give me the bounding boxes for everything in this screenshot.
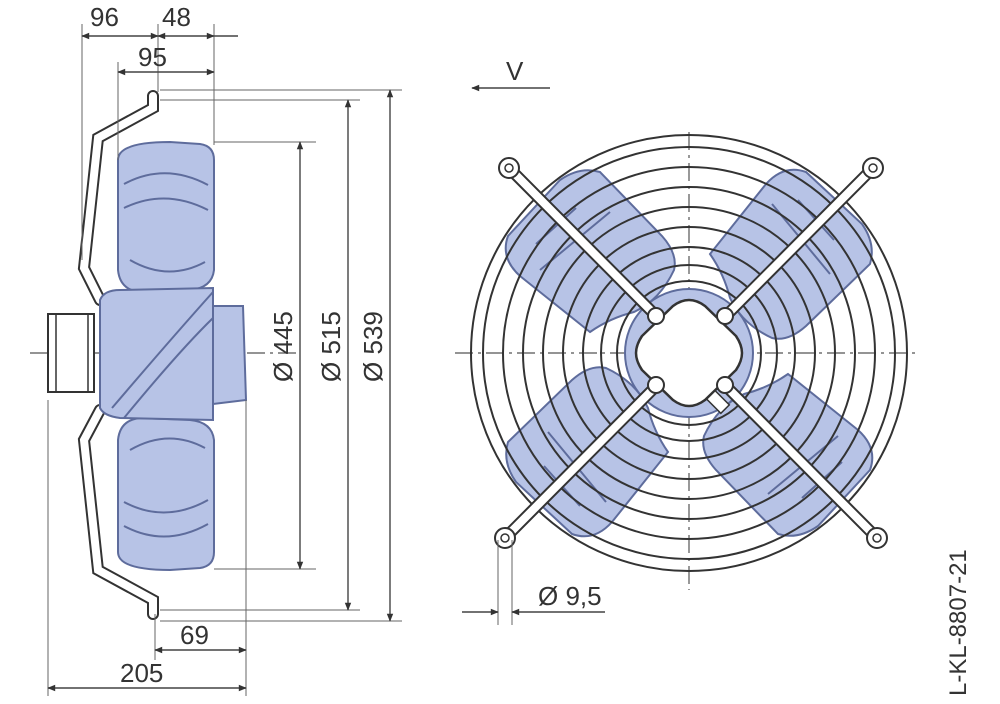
dim-539: Ø 539 [358, 311, 388, 382]
airflow-indicator: V [471, 56, 550, 92]
front-view: Ø 9,5 [455, 132, 915, 625]
center-bolts [647, 307, 734, 415]
dim-205: 205 [120, 658, 163, 688]
airflow-label: V [506, 56, 524, 86]
blade-bottom [117, 416, 215, 572]
mounting-eyes [494, 157, 888, 549]
blade-top [117, 140, 215, 294]
dim-9-5: Ø 9,5 [538, 581, 602, 611]
hub [99, 286, 214, 422]
hub-cap [212, 305, 248, 406]
dim-48: 48 [162, 2, 191, 32]
dim-515: Ø 515 [316, 311, 346, 382]
dim-95: 95 [138, 42, 167, 72]
guard-rings [470, 134, 908, 572]
dim-96: 96 [90, 2, 119, 32]
dim-69: 69 [180, 620, 209, 650]
side-view: 96 48 95 69 205 Ø 445 Ø 515 Ø 539 [30, 2, 402, 696]
drawing-code: L-KL-8807-21 [945, 549, 972, 696]
terminal-box [47, 313, 95, 393]
dim-445: Ø 445 [268, 311, 298, 382]
